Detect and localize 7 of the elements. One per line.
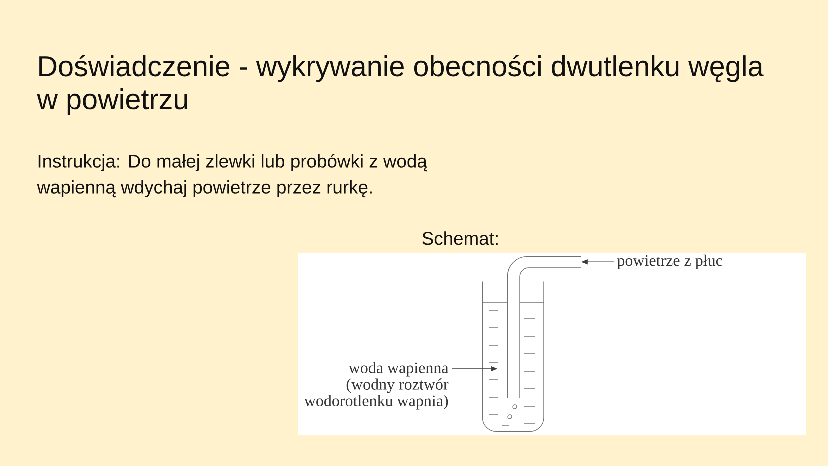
panel-heading: Schemat: (422, 232, 498, 246)
instruction-text: Instrukcja: Do małej zlewki lub probówki z wodą wapienną wdychaj powietrze przez rurkę. (37, 154, 428, 198)
bent-tube (507, 256, 582, 398)
callout-label: woda wapienna (wodny roztwór wodorotlenku wapnia) (304, 362, 449, 410)
callout-label: powietrze z płuc (617, 254, 722, 270)
title: Doświadczenie - wykrywanie obecności dwutlenku węgla w powietrzu (37, 55, 764, 116)
test-tube (482, 281, 544, 432)
